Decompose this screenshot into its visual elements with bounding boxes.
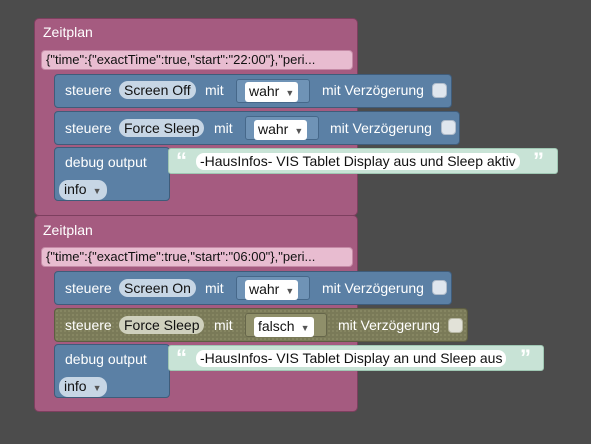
delay-label: mit Verzögerung	[322, 82, 424, 98]
schedule-title-1: Zeitplan	[43, 24, 93, 40]
open-quote-icon: “	[176, 345, 187, 370]
chevron-down-icon: ▼	[300, 323, 310, 333]
object-id-screen-off[interactable]: Screen Off	[119, 81, 196, 99]
open-quote-icon: “	[176, 148, 187, 173]
control-mit-label: mit	[205, 82, 224, 98]
control-keyword: steuere	[65, 317, 112, 333]
schedule-cron-field-1[interactable]: {"time":{"exactTime":true,"start":"22:00…	[41, 50, 353, 70]
delay-label: mit Verzögerung	[338, 317, 440, 333]
debug-output-label: debug output	[65, 154, 147, 170]
value-dropdown[interactable]: falsch▼	[254, 317, 314, 337]
control-mit-label: mit	[205, 280, 224, 296]
value-dropdown[interactable]: wahr▼	[245, 82, 299, 102]
value-dropdown[interactable]: wahr▼	[245, 280, 299, 300]
debug-output-label: debug output	[65, 351, 147, 367]
schedule-title-2: Zeitplan	[43, 222, 93, 238]
delay-checkbox[interactable]	[448, 318, 463, 333]
control-mit-label: mit	[214, 120, 233, 136]
control-mit-label: mit	[214, 317, 233, 333]
chevron-down-icon: ▼	[285, 88, 295, 98]
chevron-down-icon: ▼	[92, 383, 102, 393]
close-quote-icon: ”	[533, 148, 544, 173]
schedule-cron-field-2[interactable]: {"time":{"exactTime":true,"start":"06:00…	[41, 247, 353, 267]
delay-checkbox[interactable]	[441, 120, 456, 135]
control-keyword: steuere	[65, 280, 112, 296]
delay-checkbox[interactable]	[432, 280, 447, 295]
delay-label: mit Verzögerung	[322, 280, 424, 296]
object-id-force-sleep[interactable]: Force Sleep	[119, 119, 205, 137]
chevron-down-icon: ▼	[92, 186, 102, 196]
delay-label: mit Verzögerung	[330, 120, 432, 136]
log-level-dropdown[interactable]: info▼	[59, 377, 107, 397]
debug-message-text[interactable]: -HausInfos- VIS Tablet Display an und Sl…	[196, 350, 507, 367]
object-id-screen-on[interactable]: Screen On	[119, 279, 196, 297]
log-level-dropdown[interactable]: info▼	[59, 180, 107, 200]
value-dropdown[interactable]: wahr▼	[254, 120, 308, 140]
control-keyword: steuere	[65, 120, 112, 136]
debug-message-text[interactable]: -HausInfos- VIS Tablet Display aus und S…	[196, 153, 520, 170]
chevron-down-icon: ▼	[285, 286, 295, 296]
chevron-down-icon: ▼	[294, 126, 304, 136]
object-id-force-sleep[interactable]: Force Sleep	[119, 316, 205, 334]
control-keyword: steuere	[65, 82, 112, 98]
close-quote-icon: ”	[520, 345, 531, 370]
delay-checkbox[interactable]	[432, 83, 447, 98]
